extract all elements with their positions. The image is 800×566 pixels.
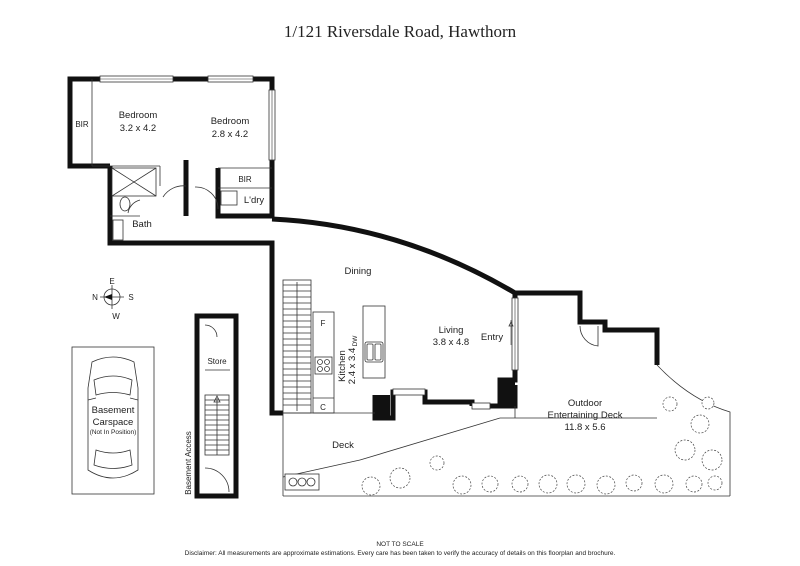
store-label: Store xyxy=(207,357,227,366)
kitchen-label: Kitchen xyxy=(337,350,348,382)
basement-access-label: Basement Access xyxy=(184,431,193,495)
carspace-label-3: (Not In Position) xyxy=(90,429,137,436)
page-title: 1/121 Riversdale Road, Hawthorn xyxy=(284,22,517,41)
bedroom1-label: Bedroom xyxy=(119,110,158,121)
entry-label: Entry xyxy=(481,332,503,343)
outdoor-label-2: Entertaining Deck xyxy=(548,410,623,421)
outdoor-size: 11.8 x 5.6 xyxy=(564,422,605,433)
compass: N E S W xyxy=(92,277,134,321)
outdoor-label: Outdoor xyxy=(568,398,602,409)
bir-label-1: BIR xyxy=(75,120,89,129)
bir-label-2: BIR xyxy=(238,175,252,184)
fridge-label: F xyxy=(321,319,326,328)
living-size: 3.8 x 4.8 xyxy=(433,337,469,348)
bedroom-interior-lines xyxy=(91,79,272,241)
bedroom-windows xyxy=(99,75,276,161)
dining-label: Dining xyxy=(345,266,372,277)
compass-n: N xyxy=(92,293,98,302)
living-label: Living xyxy=(439,325,464,336)
kitchen-fixtures xyxy=(312,305,386,414)
carspace-label-2: Carspace xyxy=(93,417,134,428)
bedroom2-label: Bedroom xyxy=(211,116,250,127)
basement-access-stair xyxy=(194,313,239,499)
outdoor-lines xyxy=(282,325,731,497)
kitchen-size: 2.4 x 3.4 xyxy=(347,348,358,384)
dishwasher-label: DW xyxy=(352,335,359,347)
disclaimer: Disclaimer: All measurements are approxi… xyxy=(185,550,616,557)
laundry-label: L'dry xyxy=(244,195,265,206)
living-walls xyxy=(372,293,518,421)
basement-carspace xyxy=(71,346,155,495)
living-windows xyxy=(392,297,519,410)
compass-e: E xyxy=(109,277,114,286)
compass-s: S xyxy=(128,293,133,302)
bedroom2-size: 2.8 x 4.2 xyxy=(212,129,248,140)
landscape-shrubs xyxy=(361,396,723,496)
outdoor-walls xyxy=(515,290,660,365)
compass-w: W xyxy=(112,312,120,321)
carspace-label-1: Basement xyxy=(92,405,135,416)
bath-label: Bath xyxy=(132,219,152,230)
cupboard-label: C xyxy=(320,403,326,412)
deck-label: Deck xyxy=(332,440,354,451)
scale-note: NOT TO SCALE xyxy=(376,541,424,548)
internal-stairs xyxy=(282,279,312,414)
bedroom1-size: 3.2 x 4.2 xyxy=(120,123,156,134)
